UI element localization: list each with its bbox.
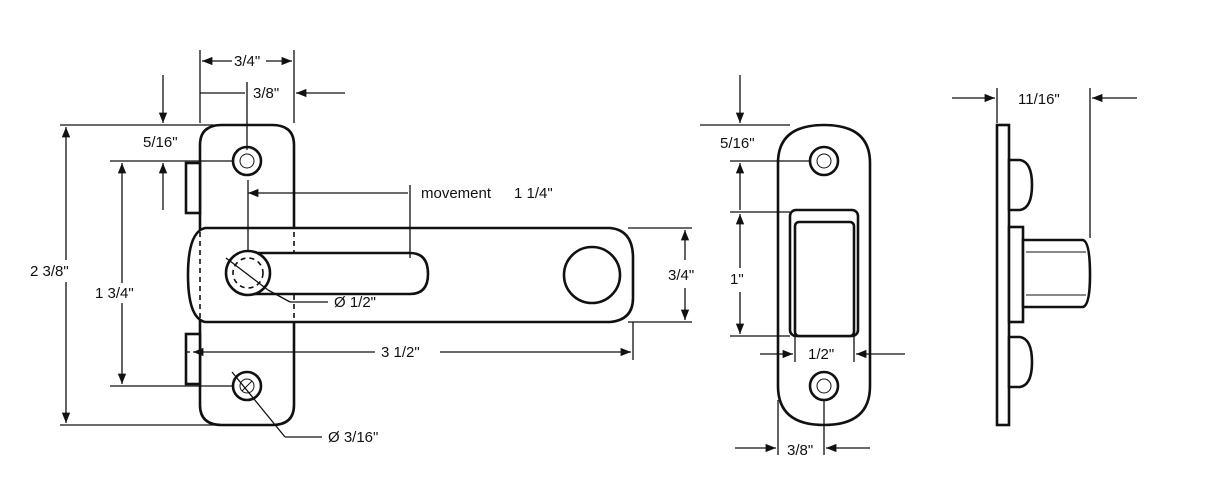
dim-overall-height: 2 3/8" <box>30 263 69 280</box>
keeper-view <box>776 123 872 427</box>
dim-side-depth: 11/16" <box>1018 91 1060 108</box>
side-plate <box>995 123 1011 427</box>
plate-tab-bottom <box>184 332 202 386</box>
front-view <box>184 123 635 427</box>
side-base <box>1007 225 1025 324</box>
screw-hole-top <box>231 145 263 177</box>
dim-screw-diameter: Ø 3/16" <box>328 429 378 446</box>
dim-bolt-diameter: Ø 1/2" <box>334 294 376 311</box>
keeper-hole-bottom <box>808 370 840 402</box>
dim-top-width: 3/4" <box>234 53 260 70</box>
dim-movement-label: movement <box>421 185 492 202</box>
side-tab-bottom <box>1007 335 1034 389</box>
side-view <box>995 123 1092 427</box>
dim-bar-height: 3/4" <box>668 267 694 284</box>
dim-hole-spacing: 1 3/4" <box>95 285 134 302</box>
dim-keeper-hole-side: 3/8" <box>787 442 813 459</box>
side-bolt <box>1021 238 1092 309</box>
dim-hole-top-offset: 5/16" <box>143 134 178 151</box>
front-dimensions <box>60 50 692 438</box>
dim-keeper-hole-offset: 5/16" <box>720 135 755 152</box>
dim-movement-value: 1 1/4" <box>514 185 553 202</box>
dim-keeper-slot-height: 1" <box>730 271 744 288</box>
keeper-hole-top <box>808 145 840 177</box>
dim-bar-length: 3 1/2" <box>381 344 420 361</box>
dim-keeper-slot-width: 1/2" <box>808 346 834 363</box>
side-tab-top <box>1007 158 1034 212</box>
keeper-dimensions <box>700 75 905 455</box>
keeper-slot-inner <box>793 220 856 338</box>
plate-tab-top <box>184 161 202 215</box>
dim-bolt-offset: 3/8" <box>253 85 279 102</box>
end-knob <box>562 245 622 305</box>
side-dimensions <box>952 88 1137 238</box>
